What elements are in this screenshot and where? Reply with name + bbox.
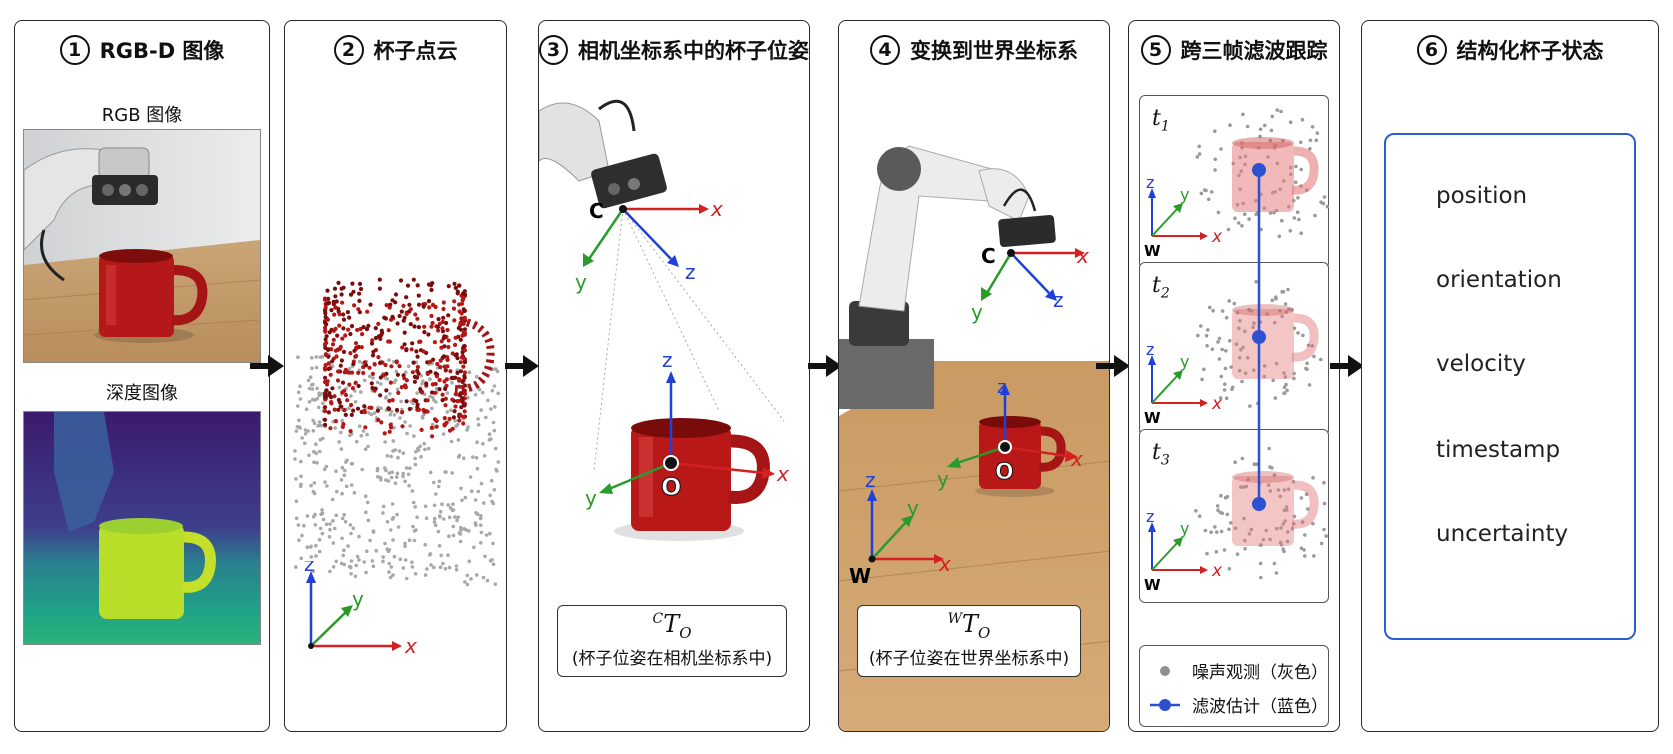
axis-label-y: y: [352, 587, 364, 611]
state-item-velocity: velocity: [1436, 351, 1526, 377]
camera-frame-label: C: [589, 199, 604, 223]
panel-point-cloud: 2 杯子点云 x z y: [284, 20, 507, 732]
pose-caption-text: (杯子位姿在相机坐标系中): [571, 648, 773, 669]
world-frame-label: W: [1144, 576, 1161, 594]
axis-label-x: x: [938, 552, 951, 576]
world-frame-label: W: [1144, 409, 1161, 427]
time-frame-3: t3 x z y W: [1139, 429, 1329, 603]
panel-title-text: RGB-D 图像: [99, 39, 225, 63]
object-frame-label: O: [995, 460, 1014, 485]
pose-symbol: CTO: [652, 610, 692, 642]
step-number: 4: [870, 35, 900, 65]
axis-label-y: y: [585, 486, 597, 510]
axis-label-x: x: [710, 197, 723, 221]
arrow-right-icon: [250, 355, 284, 377]
pose-symbol: WTO: [947, 610, 991, 642]
arrow-right-icon: [1096, 355, 1130, 377]
noise-dot-icon: [1160, 665, 1170, 676]
panel-title-text: 相机坐标系中的杯子位姿: [578, 39, 809, 63]
axis-label-x: x: [404, 634, 417, 658]
object-frame-label: O: [661, 473, 681, 501]
pose-caption-text: (杯子位姿在世界坐标系中): [868, 648, 1070, 669]
legend-filter: 滤波估计（蓝色）: [1150, 692, 1328, 717]
axis-label-z: z: [304, 561, 315, 576]
frame-illustration: x z y W: [1144, 280, 1323, 427]
panel-title: 3 相机坐标系中的杯子位姿: [539, 35, 809, 65]
depth-label: 深度图像: [106, 383, 178, 404]
state-item-timestamp: timestamp: [1436, 437, 1561, 463]
frame-illustration: x z y W: [1144, 108, 1330, 260]
axis-label-x: x: [776, 462, 789, 486]
panel-title-text: 变换到世界坐标系: [910, 39, 1078, 63]
axis-label-y: y: [1180, 185, 1189, 204]
state-item-orientation: orientation: [1436, 267, 1562, 293]
state-item-uncertainty: uncertainty: [1436, 521, 1569, 547]
legend-noise-label: 噪声观测（灰色）: [1192, 663, 1328, 683]
panel-title-text: 杯子点云: [373, 39, 458, 63]
panel-camera-pose: 3 相机坐标系中的杯子位姿 C x y z O z x y CTO (杯子位姿在…: [538, 20, 810, 732]
legend: 噪声观测（灰色） 滤波估计（蓝色）: [1139, 645, 1329, 727]
state-box: position orientation velocity timestamp …: [1384, 133, 1636, 640]
axis-label-z: z: [1053, 288, 1064, 312]
step-number: 5: [1140, 35, 1171, 65]
axis-label-y: y: [575, 270, 587, 294]
time-label: t3: [1152, 440, 1170, 469]
camera-frame-label: C: [981, 244, 996, 268]
step-number: 1: [59, 35, 90, 65]
panel-title: 5 跨三帧滤波跟踪: [1129, 35, 1339, 65]
panel-structured-state: 6 结构化杯子状态 position orientation velocity …: [1361, 20, 1659, 732]
axis-label-y: y: [907, 496, 919, 520]
axis-label-x: x: [1211, 561, 1223, 581]
legend-noise: 噪声观测（灰色）: [1150, 658, 1328, 683]
panel-filter-tracking: 5 跨三帧滤波跟踪 t1 x z y W t2 x: [1128, 20, 1340, 732]
axis-label-z: z: [865, 468, 876, 492]
time-frame-2: t2 x z y W: [1139, 262, 1329, 436]
depth-image: [23, 411, 261, 645]
time-label: t1: [1152, 106, 1170, 135]
arrow-right-icon: [1330, 355, 1364, 377]
panel-world-transform: C x y z O z x y W x z y 4 变换到世界坐标系 WTO (…: [838, 20, 1110, 732]
axis-label-x: x: [1211, 227, 1223, 247]
axis-triad: x z y: [304, 561, 417, 658]
panel-title: 6 结构化杯子状态: [1362, 35, 1658, 65]
point-cloud-illustration: [293, 277, 501, 587]
camera-pose-illustration: C x y z O z x y: [539, 99, 789, 541]
arrow-right-icon: [808, 355, 842, 377]
axis-label-z: z: [1146, 173, 1154, 192]
panel-title: 4 变换到世界坐标系: [839, 35, 1109, 65]
axis-label-y: y: [1180, 352, 1189, 371]
axis-label-y: y: [971, 300, 983, 324]
frame-illustration: x z y W: [1144, 446, 1328, 594]
axis-label-y: y: [937, 467, 949, 491]
panel-title: 1 RGB-D 图像: [15, 35, 269, 65]
step-number: 6: [1416, 35, 1447, 65]
axis-label-z: z: [662, 348, 673, 372]
legend-filter-label: 滤波估计（蓝色）: [1192, 697, 1328, 717]
axis-label-x: x: [1211, 394, 1223, 414]
axis-label-x: x: [1070, 447, 1083, 471]
panel-title-text: 跨三帧滤波跟踪: [1180, 39, 1328, 63]
axis-label-z: z: [997, 377, 1006, 398]
panel-title: 2 杯子点云: [285, 35, 506, 65]
rgb-image: [23, 129, 261, 363]
step-number: 2: [333, 35, 364, 65]
filter-line-icon: [1150, 698, 1180, 711]
axis-label-x: x: [1076, 244, 1089, 268]
panel-title-text: 结构化杯子状态: [1456, 39, 1604, 63]
axis-label-y: y: [1180, 519, 1189, 538]
axis-label-z: z: [685, 260, 696, 284]
step-number: 3: [539, 35, 568, 65]
world-frame-label: W: [849, 564, 871, 588]
arrow-right-icon: [505, 355, 539, 377]
pose-caption: WTO (杯子位姿在世界坐标系中): [857, 605, 1081, 677]
time-frame-1: t1 x z y W: [1139, 95, 1330, 269]
pose-caption: CTO (杯子位姿在相机坐标系中): [557, 605, 787, 677]
panel-rgbd: 1 RGB-D 图像 RGB 图像 深度图像: [14, 20, 270, 732]
world-frame-label: W: [1144, 242, 1161, 260]
axis-label-z: z: [1146, 507, 1154, 526]
time-label: t2: [1152, 273, 1170, 302]
state-item-position: position: [1436, 183, 1528, 209]
rgb-label: RGB 图像: [101, 105, 183, 126]
axis-label-z: z: [1146, 340, 1154, 359]
